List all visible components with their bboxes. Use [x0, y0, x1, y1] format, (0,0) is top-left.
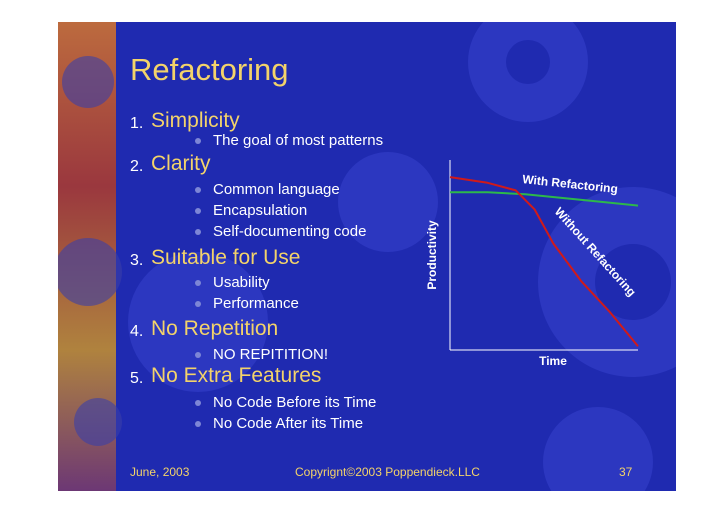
subitem: Usability — [213, 274, 270, 291]
bullet-icon — [195, 187, 201, 193]
item-heading-no-extra-features: No Extra Features — [151, 364, 322, 387]
slide: Refactoring 1. Simplicity The goal of mo… — [58, 22, 676, 491]
subitem: NO REPITITION! — [213, 346, 329, 363]
slide-background — [58, 22, 676, 491]
bullet-icon — [195, 400, 201, 406]
item-number: 4. — [130, 323, 144, 340]
item-number: 1. — [130, 115, 144, 132]
item-number: 3. — [130, 252, 144, 269]
series-line-with-refactoring — [450, 191, 639, 207]
bullet-icon — [195, 138, 201, 144]
item-number: 2. — [130, 158, 144, 175]
subitem: Performance — [213, 295, 299, 312]
subitem: Encapsulation — [213, 202, 308, 219]
y-axis-label: Productivity — [426, 220, 439, 290]
bullet-icon — [195, 229, 201, 235]
footer-page-number: 37 — [619, 465, 633, 479]
bullet-icon — [195, 301, 201, 307]
subitem: No Code After its Time — [213, 415, 364, 432]
item-number: 5. — [130, 370, 144, 387]
footer-date: June, 2003 — [130, 465, 190, 479]
bullet-icon — [195, 421, 201, 427]
bullet-icon — [195, 208, 201, 214]
subitem: Self-documenting code — [213, 223, 367, 240]
item-heading-no-repetition: No Repetition — [151, 317, 279, 340]
series-layer — [449, 176, 639, 347]
subitem: No Code Before its Time — [213, 394, 377, 411]
item-heading-clarity: Clarity — [151, 152, 211, 175]
footer-copyright: Copyrignt©2003 Poppendieck.LLC — [295, 465, 480, 479]
productivity-chart: Productivity Time With Refactoring Witho… — [426, 160, 639, 368]
subitem: The goal of most patterns — [213, 132, 384, 149]
item-heading-suitable-for-use: Suitable for Use — [151, 246, 301, 269]
subitem: Common language — [213, 181, 340, 198]
bullet-icon — [195, 280, 201, 286]
gear-decoration-left — [58, 56, 122, 446]
item-heading-simplicity: Simplicity — [151, 109, 240, 132]
slide-title: Refactoring — [130, 52, 289, 87]
series-label-without-refactoring: Without Refactoring — [552, 205, 639, 299]
series-line-without-refactoring — [449, 176, 639, 347]
series-label-with-refactoring: With Refactoring — [522, 172, 619, 196]
x-axis-label: Time — [539, 354, 567, 368]
bullet-icon — [195, 352, 201, 358]
